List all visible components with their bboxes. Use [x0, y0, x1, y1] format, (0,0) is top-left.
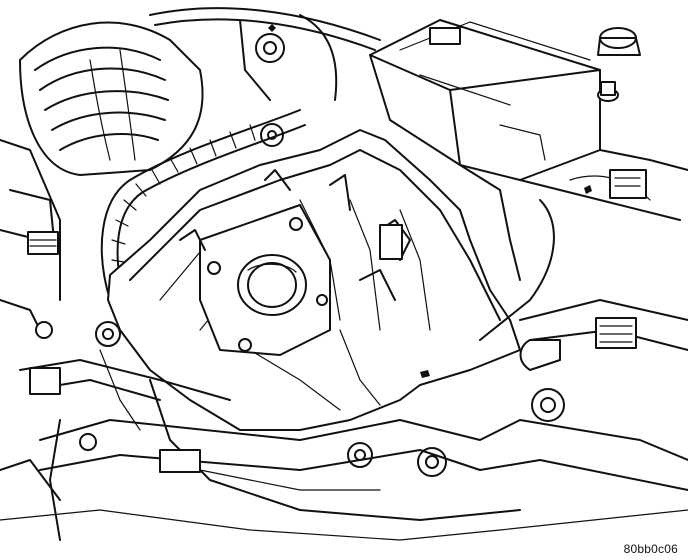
flange-bolt-hole-4	[316, 294, 328, 306]
fender-bolt	[35, 321, 53, 339]
battery-cap-left	[429, 27, 461, 45]
figure-code: 80bb0c06	[623, 542, 678, 556]
corrugated-wire-loom	[100, 109, 306, 301]
front-crossmember	[0, 379, 688, 541]
battery	[369, 19, 641, 181]
left-connector-block	[27, 231, 59, 255]
intake-duct	[19, 21, 204, 176]
bellhousing-plate	[199, 204, 331, 356]
shading-accents	[268, 24, 592, 378]
flange-bolt-hole-2	[207, 261, 221, 275]
hose-clamp	[519, 339, 561, 371]
flange-bolt-hole-3	[238, 338, 252, 352]
relay-connector	[609, 169, 647, 199]
housing-boss	[379, 224, 403, 260]
crossmember-bolt	[79, 433, 97, 451]
crossmember-slot	[159, 449, 201, 473]
battery-tray	[459, 149, 688, 341]
lower-left-linkage	[19, 349, 231, 431]
flange-bolt-hole-1	[289, 217, 303, 231]
housing-ribs	[179, 169, 411, 301]
sensor-connector	[595, 317, 637, 349]
linkage-bracket	[29, 367, 61, 395]
left-fender-panel	[0, 139, 61, 331]
